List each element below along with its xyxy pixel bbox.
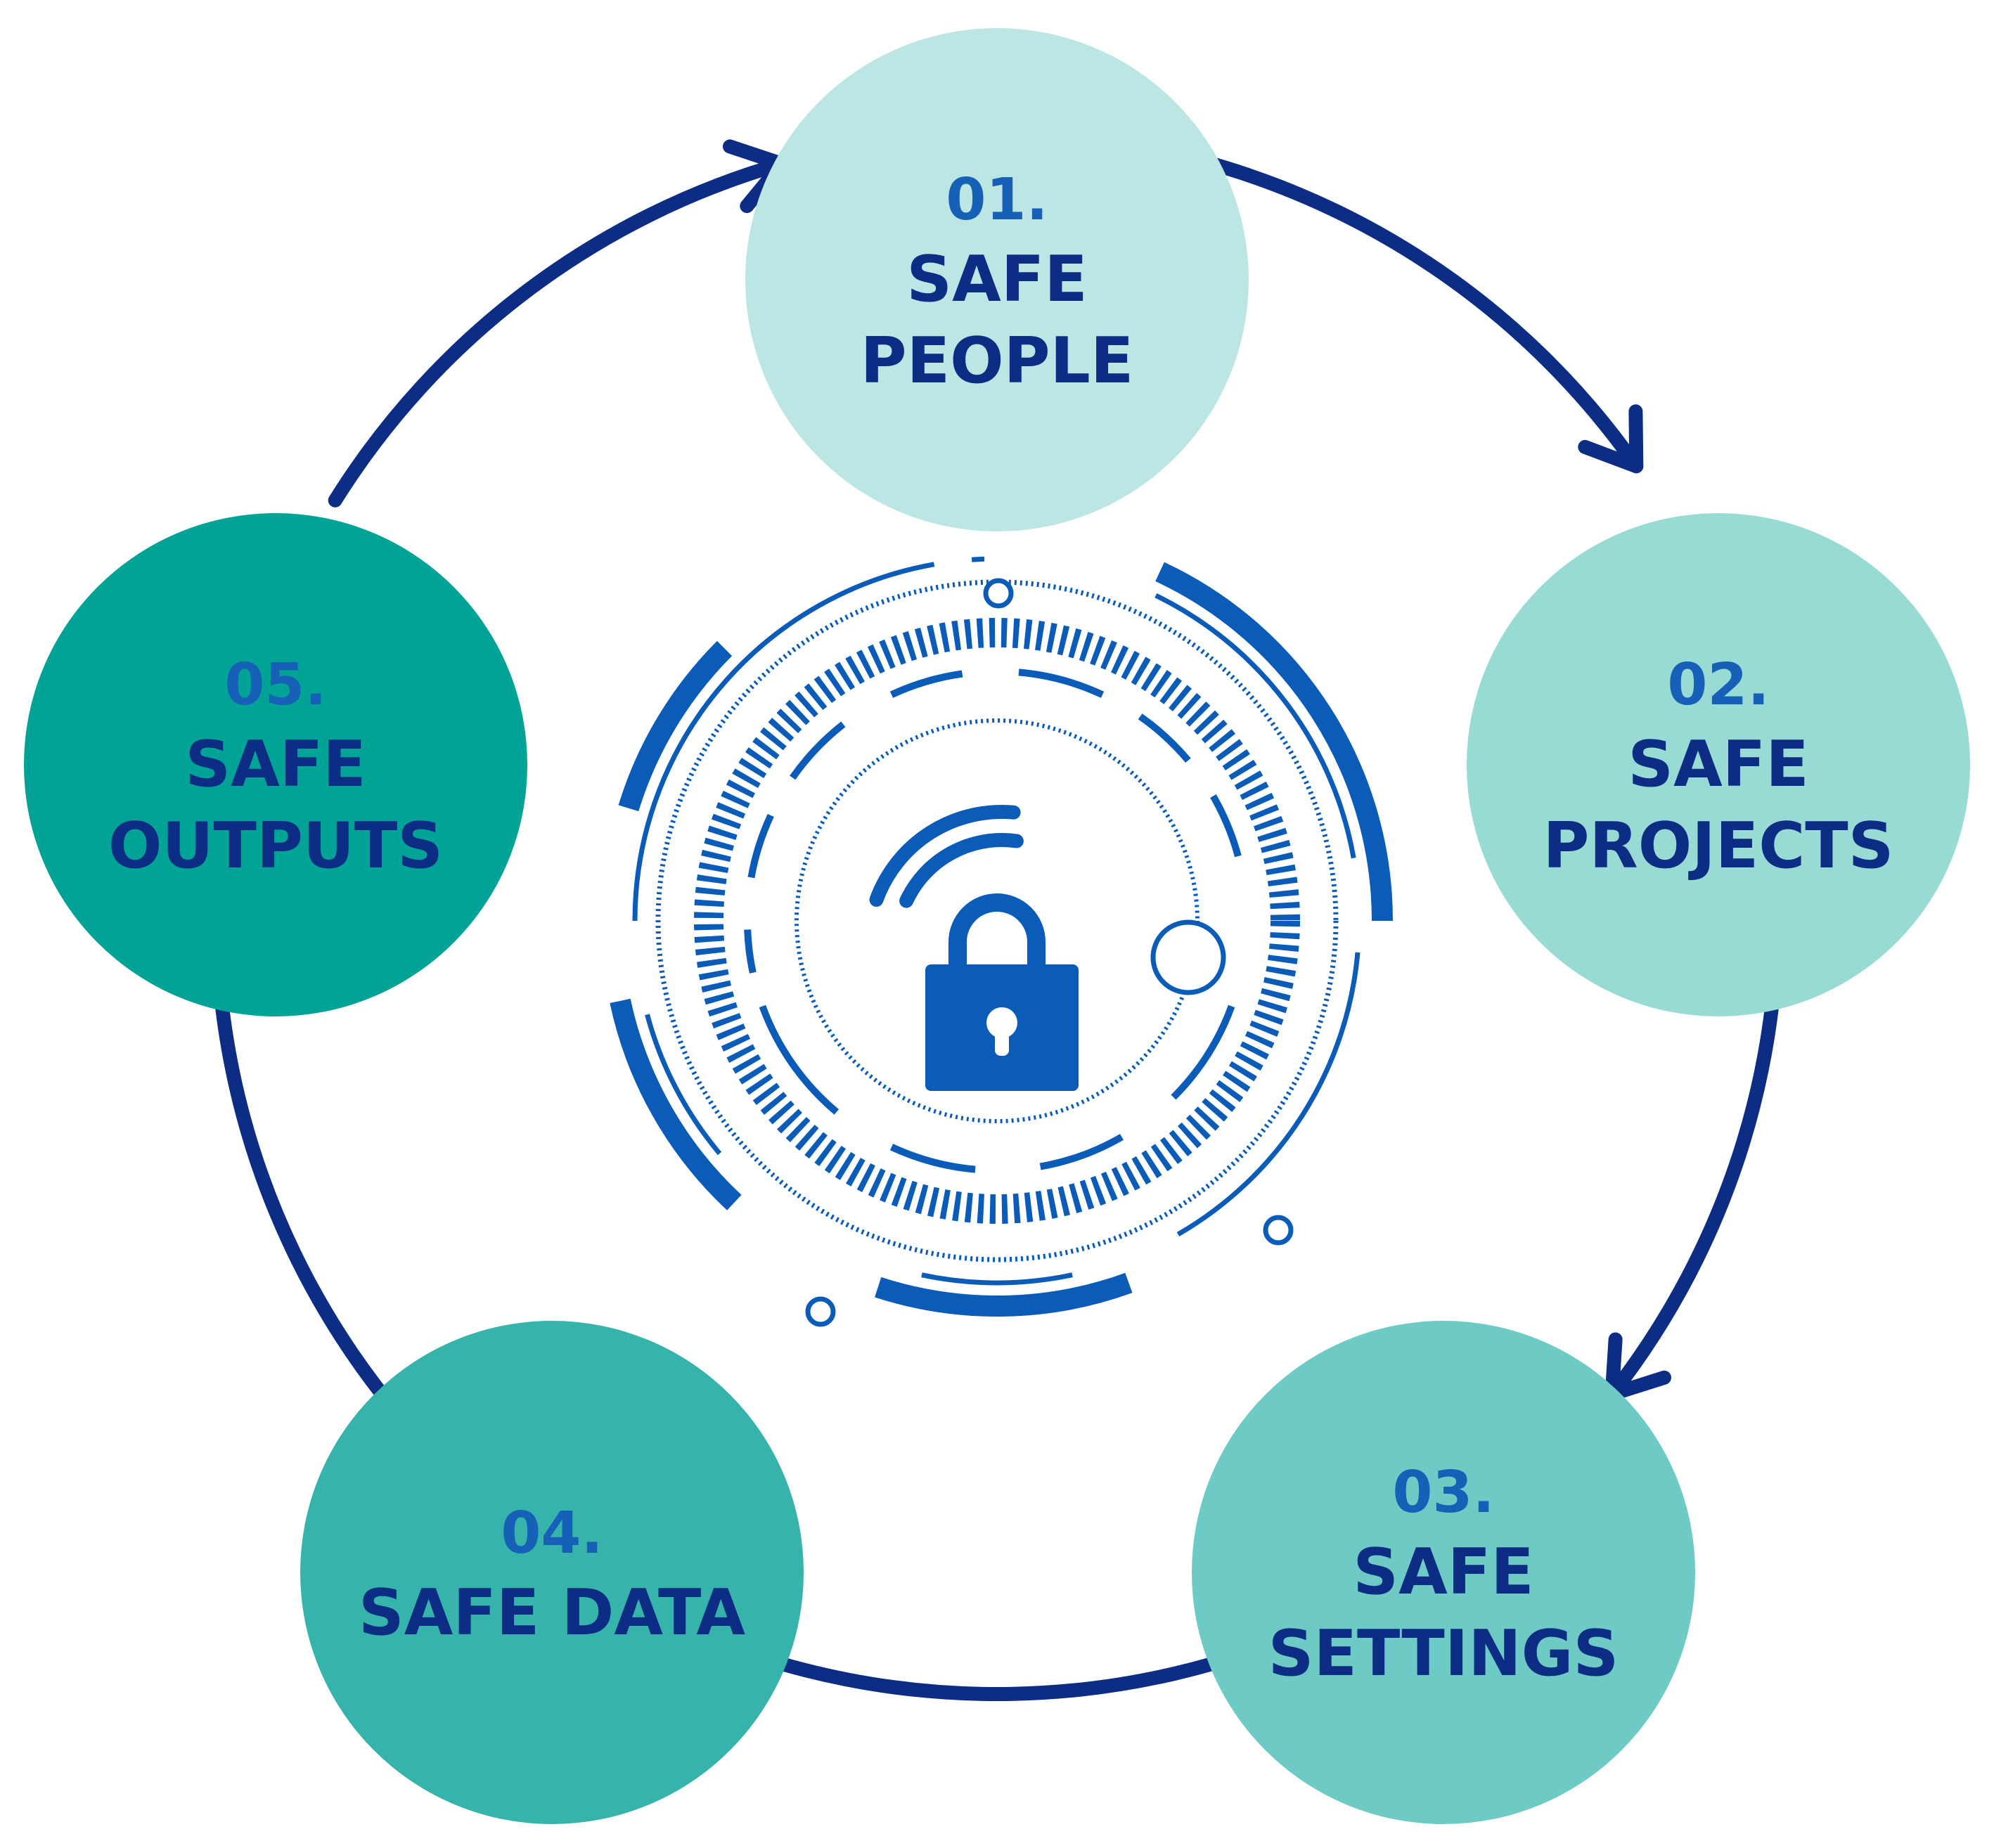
inner-dash-arc xyxy=(1138,713,1191,763)
inner-dash-arc xyxy=(1171,1004,1235,1100)
tick-ring xyxy=(694,618,1300,1224)
flow-arrow-line xyxy=(328,157,789,508)
padlock-shackle xyxy=(948,893,1046,970)
node-dot-icon xyxy=(805,1296,836,1327)
step-title-line: PROJECTS xyxy=(1543,809,1894,883)
flow-arrow-line xyxy=(1152,143,1644,474)
step-03: 03. SAFE SETTINGS xyxy=(1192,1321,1695,1824)
step-circle xyxy=(1467,513,1970,1016)
step-05: 05. SAFE OUTPUTS xyxy=(24,513,527,1016)
signal-icon xyxy=(869,805,1024,908)
node-dot-icon xyxy=(1263,1215,1294,1246)
outer-thin-arc xyxy=(632,562,935,922)
step-title-line: SAFE xyxy=(185,728,366,801)
step-circle xyxy=(300,1321,804,1824)
keyhole-icon xyxy=(986,1007,1017,1038)
inner-dotted-ring xyxy=(795,718,1199,1123)
node-dot-icon xyxy=(1150,919,1226,995)
outer-thin-arc xyxy=(1154,593,1356,859)
flow-arrow xyxy=(328,139,789,508)
inner-dash-arc xyxy=(759,1004,840,1115)
arrowhead-icon xyxy=(1578,404,1644,474)
outer-thick-arc xyxy=(610,998,742,1210)
step-circle xyxy=(745,28,1249,531)
security-emblem xyxy=(610,556,1393,1327)
step-04: 04. SAFE DATA xyxy=(300,1321,804,1824)
inner-dash-arc xyxy=(1039,1134,1124,1170)
keyhole-slot xyxy=(995,1026,1009,1056)
step-number: 04. xyxy=(501,1500,603,1567)
step-title-line: SETTINGS xyxy=(1268,1617,1619,1691)
flow-arrow xyxy=(1152,143,1644,474)
dotted-ring xyxy=(655,579,1339,1262)
step-number: 01. xyxy=(946,167,1048,233)
step-02: 02. SAFE PROJECTS xyxy=(1467,513,1970,1016)
step-title-line: SAFE DATA xyxy=(359,1576,746,1650)
step-circle xyxy=(24,513,527,1016)
outer-thin-arc xyxy=(921,1272,1073,1286)
step-title-line: OUTPUTS xyxy=(108,809,443,883)
outer-thick-arc xyxy=(875,1272,1133,1317)
outer-thick-arc xyxy=(618,640,733,812)
step-title-line: SAFE xyxy=(1353,1535,1533,1609)
outer-thin-arc xyxy=(971,556,985,562)
step-number: 02. xyxy=(1667,652,1769,718)
signal-arc xyxy=(869,805,1021,907)
step-title-line: SAFE xyxy=(906,243,1087,316)
inner-dash-arc xyxy=(1018,668,1105,698)
steps-ring: 01. SAFE PEOPLE 02. SAFE PROJECTS 03. SAFE SETTI… xyxy=(24,28,1970,1824)
step-title-line: SAFE xyxy=(1628,728,1808,801)
step-01: 01. SAFE PEOPLE xyxy=(745,28,1249,531)
inner-dash-arc xyxy=(744,929,757,974)
inner-dash-arc xyxy=(889,1144,976,1173)
step-title-line: PEOPLE xyxy=(861,324,1134,398)
step-number: 05. xyxy=(224,652,326,718)
step-number: 03. xyxy=(1392,1459,1494,1526)
node-dot-icon xyxy=(983,578,1014,609)
inner-dash-arc xyxy=(747,813,774,879)
step-circle xyxy=(1192,1321,1695,1824)
signal-arc xyxy=(899,833,1024,908)
inner-dash-arc xyxy=(889,670,963,698)
outer-thin-arc xyxy=(645,1014,722,1156)
outer-thin-arc xyxy=(1176,952,1361,1237)
outer-thick-arc xyxy=(1155,562,1393,922)
padlock-icon xyxy=(925,893,1079,1091)
inner-dash-arc xyxy=(790,721,846,780)
inner-dash-arc xyxy=(1210,794,1242,858)
